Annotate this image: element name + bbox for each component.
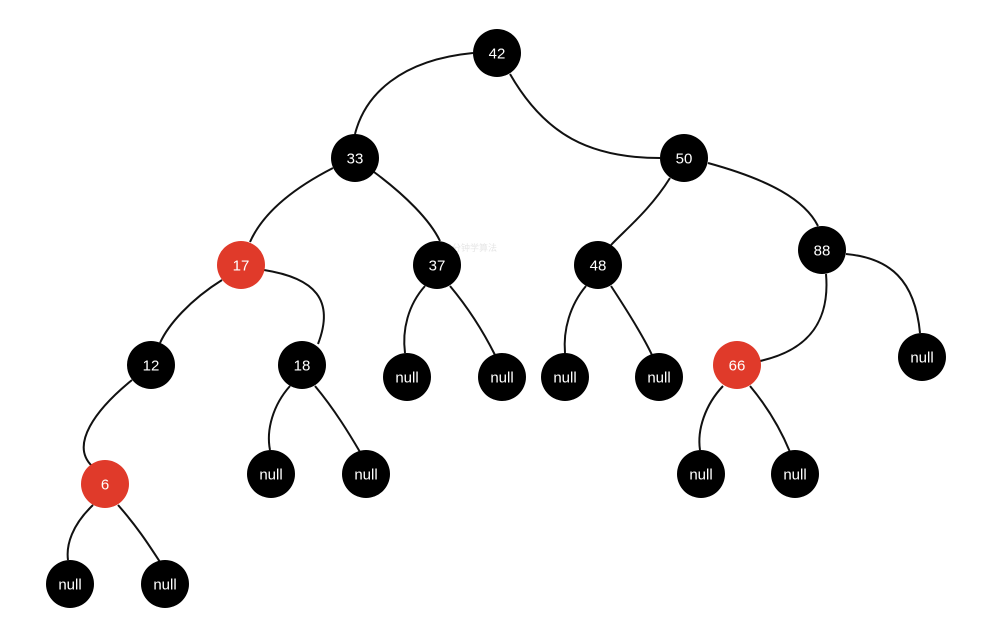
node-label: null [647,370,670,387]
node-circle-black [413,241,461,289]
edge-n50-n88 [707,162,819,227]
node-circle-red [81,460,129,508]
tree-node-n18L: null [247,450,295,498]
node-label: 88 [814,243,831,260]
edge-n6-n6R [117,504,161,563]
node-label: 37 [429,258,446,275]
node-circle-black [541,353,589,401]
edge-n66-n66R [749,385,791,453]
edge-n48-n48L [563,285,587,354]
tree-node-n37L: null [383,353,431,401]
tree-node-n50: 50 [660,134,708,182]
node-circle-black [677,450,725,498]
tree-node-n17: 17 [217,241,265,289]
edge-n42-n50 [509,73,661,159]
node-circle-black [478,353,526,401]
tree-node-n6R: null [141,560,189,608]
tree-node-n37: 37 [413,241,461,289]
tree-node-n48R: null [635,353,683,401]
node-label: null [910,350,933,367]
node-circle-black [127,341,175,389]
node-label: 48 [590,258,607,275]
node-label: 50 [676,151,693,168]
node-label: null [153,577,176,594]
node-circle-black [383,353,431,401]
node-label: 17 [233,258,250,275]
tree-node-n88: 88 [798,226,846,274]
node-label: 42 [489,46,506,63]
edge-n50-n48 [610,177,671,246]
edge-n18-n18L [267,385,291,451]
tree-node-n12: 12 [127,341,175,389]
tree-node-n6L: null [46,560,94,608]
edge-n6-n6L [66,504,94,561]
node-circle-black [660,134,708,182]
node-circle-black [46,560,94,608]
tree-node-n42: 42 [473,29,521,77]
nodes-layer: 42 33 50 17 37 48 88 12 18 null null null null 66 null… [46,29,946,608]
edge-n33-n37 [373,171,441,242]
edge-n88-n66 [759,273,828,362]
node-label: null [783,467,806,484]
node-label: null [58,577,81,594]
tree-node-n66L: null [677,450,725,498]
node-circle-black [798,226,846,274]
node-circle-black [247,450,295,498]
edge-n33-n17 [249,167,334,243]
node-circle-black [898,333,946,381]
node-label: 6 [101,477,109,494]
watermark-text: 五分钟学算法 [443,242,497,254]
tree-node-n66R: null [771,450,819,498]
node-label: null [553,370,576,387]
edge-n48-n48R [610,285,653,356]
node-circle-red [713,341,761,389]
tree-node-n88R: null [898,333,946,381]
tree-node-n6: 6 [81,460,129,508]
edge-n66-n66L [698,385,724,451]
edge-n17-n12 [159,279,223,344]
node-circle-red [217,241,265,289]
node-label: null [395,370,418,387]
edge-n88-n88R [845,253,921,334]
tree-node-n37R: null [478,353,526,401]
node-label: null [689,467,712,484]
tree-node-n18: 18 [278,341,326,389]
edge-n12-n6 [82,379,133,467]
edge-n18-n18R [314,385,361,453]
node-circle-black [331,134,379,182]
node-circle-black [635,353,683,401]
tree-node-n18R: null [342,450,390,498]
node-circle-black [278,341,326,389]
node-circle-black [342,450,390,498]
tree-node-n66: 66 [713,341,761,389]
node-label: 18 [294,358,311,375]
edge-n37-n37L [403,285,426,354]
edge-n17-n18 [263,269,325,345]
node-circle-black [141,560,189,608]
node-label: null [490,370,513,387]
tree-node-n48L: null [541,353,589,401]
edges-layer [66,52,921,563]
node-label: 33 [347,151,364,168]
node-circle-black [473,29,521,77]
node-label: null [259,467,282,484]
node-label: null [354,467,377,484]
node-label: 12 [143,358,160,375]
edge-n37-n37R [449,285,496,356]
node-circle-black [574,241,622,289]
tree-node-n48: 48 [574,241,622,289]
node-label: 66 [729,358,746,375]
tree-node-n33: 33 [331,134,379,182]
node-circle-black [771,450,819,498]
edge-n42-n33 [354,52,474,135]
